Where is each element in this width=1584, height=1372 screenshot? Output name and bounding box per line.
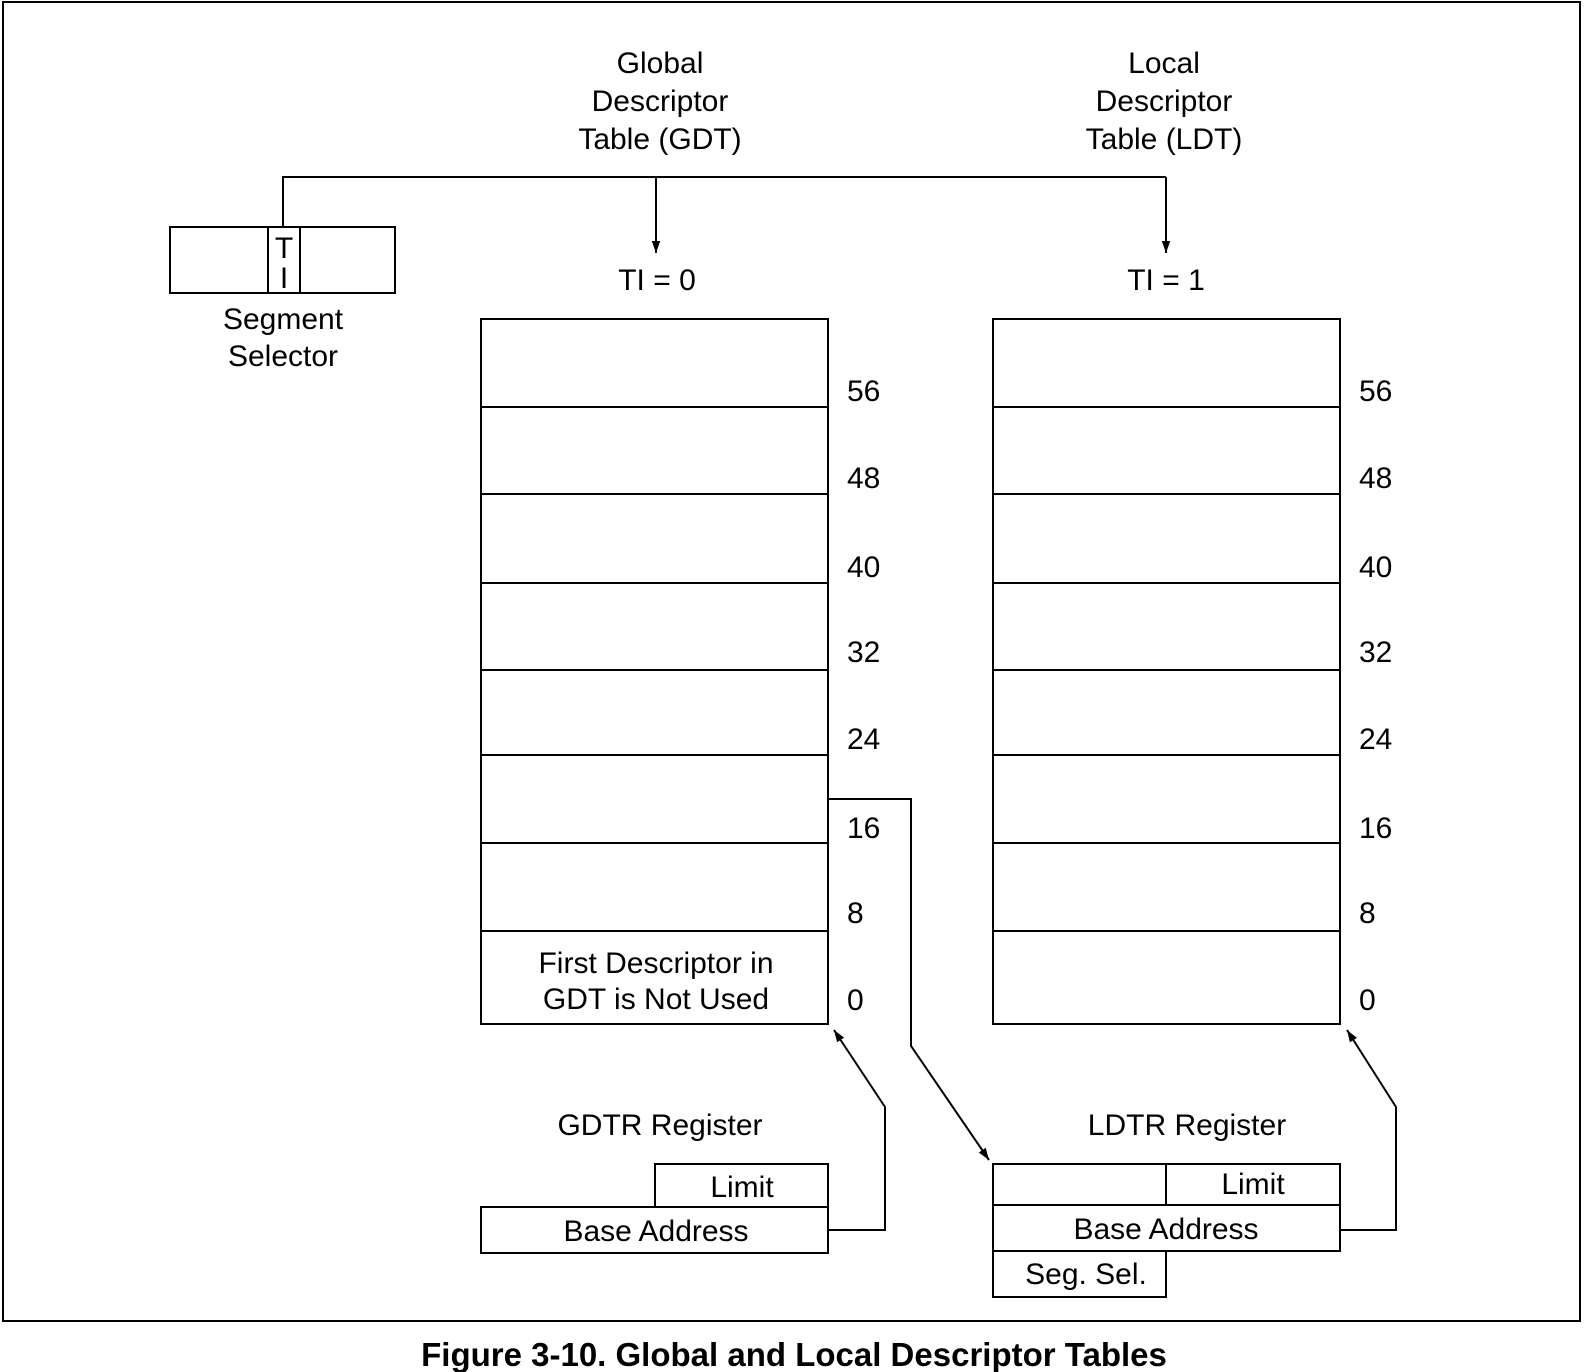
ti-field-t: T (275, 232, 293, 265)
ldt-offset: 32 (1359, 636, 1392, 669)
gdtr-limit-label: Limit (710, 1171, 774, 1204)
ldtr-selector-field (992, 1250, 1167, 1298)
gdt-offset: 40 (847, 551, 880, 584)
ldt-offset: 40 (1359, 551, 1392, 584)
ldt-ti-label: TI = 1 (1127, 264, 1205, 297)
ldt-table (992, 318, 1341, 1025)
ti-field-i: I (280, 262, 288, 295)
ldtr-register: Limit Base Address Seg. Sel. (992, 1163, 1341, 1298)
gdtr-title: GDTR Register (557, 1109, 762, 1142)
gdt-offset: 24 (847, 723, 880, 756)
ldt-offset: 0 (1359, 984, 1376, 1017)
segment-selector-box (169, 226, 396, 294)
ldt-offset: 56 (1359, 375, 1392, 408)
ldt-offset: 48 (1359, 462, 1392, 495)
segment-selector-label-line-2: Selector (228, 340, 338, 373)
ldtr-base-field (992, 1204, 1341, 1252)
ldt-offset: 8 (1359, 897, 1376, 930)
gdt-title-line-1: Global (617, 47, 704, 80)
gdtr-limit-field (654, 1163, 829, 1208)
ldtr-title: LDTR Register (1088, 1109, 1286, 1142)
segment-selector: T I (169, 226, 396, 295)
gdtr-to-gdt-arrow (828, 1029, 886, 1231)
ldt-offset: 24 (1359, 723, 1392, 756)
gdt-table-outline (480, 318, 829, 1025)
gdt-title-line-3: Table (GDT) (578, 123, 741, 156)
gdt-ti-label: TI = 0 (618, 264, 696, 297)
gdt-offset: 48 (847, 462, 880, 495)
ldtr-limit-label: Limit (1221, 1168, 1285, 1201)
ldt-title-line-3: Table (LDT) (1086, 123, 1243, 156)
gdt-offset: 8 (847, 897, 864, 930)
ti-selection-line (282, 176, 1166, 226)
gdtr-register: Limit Base Address (480, 1163, 829, 1254)
ldt-title-line-2: Descriptor (1096, 85, 1233, 118)
segment-selector-label-line-1: Segment (223, 303, 344, 336)
ldtr-selector-label: Seg. Sel. (1025, 1258, 1147, 1291)
ldtr-to-ldt-arrow (1340, 1029, 1397, 1231)
gdt-offset: 0 (847, 984, 864, 1017)
gdt-offset: 32 (847, 636, 880, 669)
ldt-table-outline (992, 318, 1341, 1025)
gdtr-base-field (480, 1206, 829, 1254)
ldt-offset: 16 (1359, 812, 1392, 845)
gdt-null-descriptor-note-line-1: First Descriptor in (538, 947, 773, 980)
gdtr-base-label: Base Address (563, 1215, 748, 1248)
gdt-title-line-2: Descriptor (592, 85, 729, 118)
gdt-null-descriptor-note-line-2: GDT is Not Used (543, 983, 769, 1016)
gdt-offset: 16 (847, 812, 880, 845)
gdt-table: First Descriptor in GDT is Not Used (480, 318, 829, 1025)
figure-frame (2, 1, 1581, 1322)
ldt-title-line-1: Local (1128, 47, 1200, 80)
gdt-offset: 56 (847, 375, 880, 408)
ldtr-base-label: Base Address (1073, 1213, 1258, 1246)
figure-caption: Figure 3-10. Global and Local Descriptor… (421, 1336, 1167, 1372)
ldt-descriptor-to-ldtr-arrow (828, 798, 990, 1161)
